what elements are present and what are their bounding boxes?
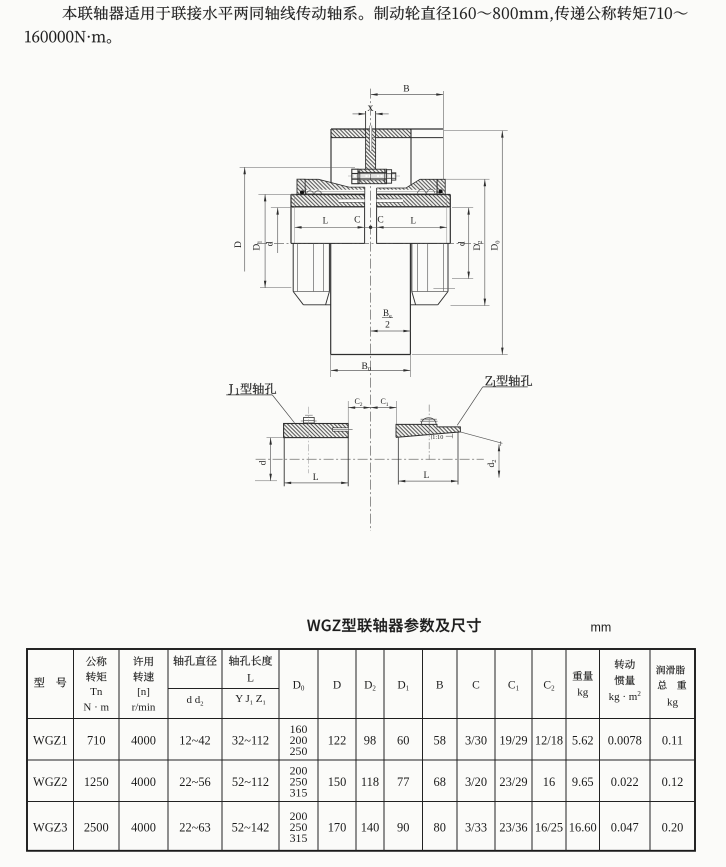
svg-text:16.60: 16.60 [569,820,597,834]
svg-text:WGZ2: WGZ2 [33,775,67,789]
svg-text:3/33: 3/33 [465,820,487,834]
svg-text:3/20: 3/20 [465,775,487,789]
svg-text:77: 77 [397,775,409,789]
svg-text:L: L [423,471,429,481]
svg-text:D1: D1 [252,240,263,250]
svg-text:140: 140 [361,820,380,834]
svg-text:Be: Be [383,308,392,320]
svg-text:22~63: 22~63 [179,820,211,834]
svg-text:0.12: 0.12 [662,775,684,789]
svg-text:1:10: 1:10 [432,434,443,441]
svg-text:d d2: d d2 [187,694,204,707]
svg-text:23/36: 23/36 [499,820,527,834]
svg-text:C: C [377,216,383,226]
svg-text:3/30: 3/30 [465,734,487,748]
svg-text:16/25: 16/25 [535,820,563,834]
svg-text:kg: kg [577,687,589,699]
svg-text:L: L [323,215,329,225]
svg-text:170: 170 [328,820,347,834]
svg-text:32~112: 32~112 [232,734,269,748]
svg-text:r/min: r/min [132,701,156,713]
svg-text:23/29: 23/29 [499,775,527,789]
svg-text:122: 122 [328,734,347,748]
svg-text:80: 80 [434,820,446,834]
svg-text:52~112: 52~112 [232,775,269,789]
svg-text:mm: mm [591,620,612,634]
svg-text:52~142: 52~142 [232,820,270,834]
svg-text:C1: C1 [508,679,520,692]
svg-text:kg · m2: kg · m2 [609,690,642,703]
svg-text:60: 60 [397,734,409,748]
svg-text:C2: C2 [543,679,555,692]
svg-text:Tn: Tn [90,686,103,698]
svg-text:150: 150 [328,775,347,789]
svg-text:D2: D2 [473,240,484,250]
svg-text:200: 200 [290,764,308,778]
svg-text:12~42: 12~42 [179,734,211,748]
svg-text:0.20: 0.20 [662,820,684,834]
svg-text:L: L [247,673,254,685]
svg-text:0.022: 0.022 [611,775,639,789]
svg-text:160: 160 [290,722,308,736]
svg-text:90: 90 [397,820,409,834]
svg-text:0.047: 0.047 [611,820,639,834]
svg-text:200: 200 [290,809,308,823]
svg-text:WGZ1: WGZ1 [33,734,67,748]
svg-text:1250: 1250 [84,775,109,789]
svg-text:Y J1 Z1: Y J1 Z1 [235,693,266,706]
svg-text:16: 16 [543,775,555,789]
svg-text:X: X [367,103,373,113]
svg-text:22~56: 22~56 [179,775,211,789]
svg-text:WGZ3: WGZ3 [33,820,67,834]
svg-text:2: 2 [385,320,390,330]
svg-text:[n]: [n] [137,686,150,698]
svg-text:200: 200 [290,733,308,747]
svg-text:710: 710 [87,734,106,748]
svg-text:d2: d2 [487,460,498,468]
svg-text:2500: 2500 [84,820,109,834]
svg-text:250: 250 [290,775,308,789]
svg-text:C: C [472,679,480,691]
svg-text:4000: 4000 [131,734,156,748]
svg-text:9.65: 9.65 [572,775,594,789]
svg-text:98: 98 [364,734,376,748]
svg-text:C: C [354,216,360,226]
svg-text:118: 118 [361,775,379,789]
svg-text:kg: kg [667,696,679,708]
svg-text:12/18: 12/18 [535,734,563,748]
svg-text:C1: C1 [380,397,388,408]
svg-text:68: 68 [434,775,446,789]
svg-text:D: D [234,241,244,248]
svg-text:L: L [410,215,416,225]
svg-text:B: B [436,679,444,691]
svg-text:D0: D0 [491,240,502,250]
svg-text:0.11: 0.11 [662,734,683,748]
svg-text:4000: 4000 [131,820,156,834]
svg-text:B: B [403,85,409,95]
svg-text:B0: B0 [362,362,372,373]
svg-text:19/29: 19/29 [499,734,527,748]
svg-text:315: 315 [290,831,308,845]
svg-text:L: L [313,473,319,483]
svg-text:5.62: 5.62 [572,734,594,748]
svg-text:d: d [266,241,276,246]
svg-text:250: 250 [290,820,308,834]
svg-text:D: D [333,679,341,691]
svg-text:C2: C2 [354,397,362,408]
svg-text:58: 58 [434,734,446,748]
svg-text:d: d [258,460,268,465]
svg-text:250: 250 [290,744,308,758]
svg-text:d: d [457,241,467,246]
svg-text:315: 315 [290,786,308,800]
svg-text:4000: 4000 [131,775,156,789]
svg-text:N · m: N · m [83,701,109,713]
svg-text:0.0078: 0.0078 [608,734,642,748]
